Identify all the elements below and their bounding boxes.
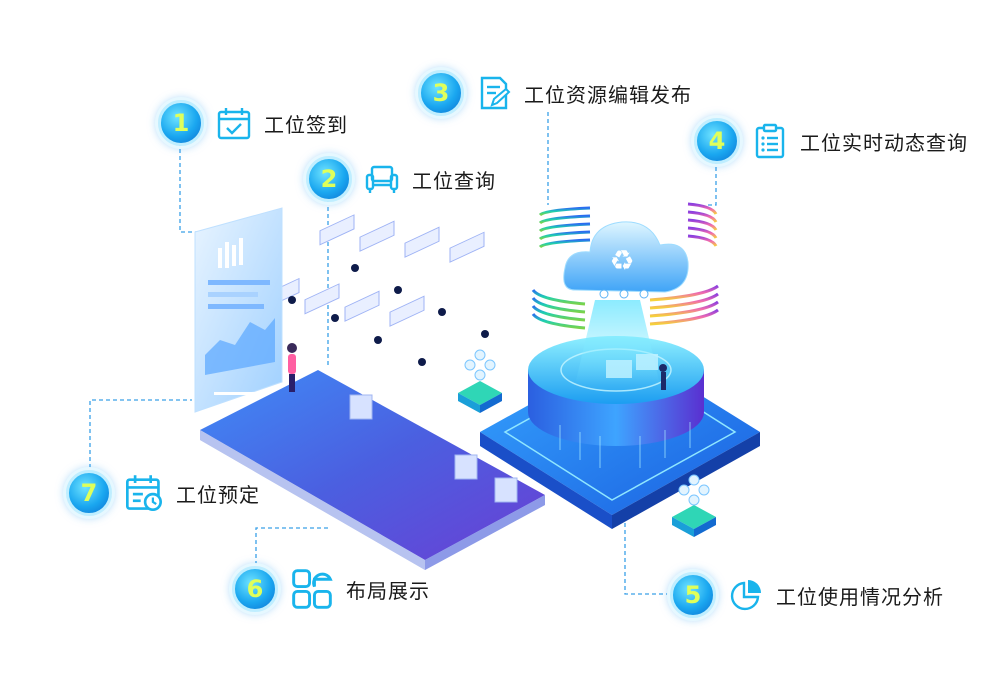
pie-chart-icon bbox=[730, 580, 761, 611]
layout-grid-icon bbox=[292, 569, 333, 609]
feature-number: 1 bbox=[158, 100, 204, 146]
feature-number: 7 bbox=[66, 470, 112, 516]
feature-label: 布局展示 bbox=[346, 578, 430, 603]
feature-number: 3 bbox=[418, 70, 464, 116]
feature-number: 5 bbox=[670, 572, 716, 618]
cube-stack-left bbox=[458, 349, 502, 413]
edit-document-icon bbox=[480, 76, 511, 110]
feature-number: 6 bbox=[232, 566, 278, 612]
clipboard-list-icon bbox=[755, 123, 785, 159]
cube-stack-right bbox=[672, 474, 716, 537]
feature-1: 1 工位签到 bbox=[158, 100, 348, 146]
feature-4: 4 工位实时动态查询 bbox=[694, 118, 968, 164]
calendar-check-icon bbox=[217, 108, 251, 140]
feature-5: 5 工位使用情况分析 bbox=[670, 572, 944, 618]
feature-6: 6 布局展示 bbox=[232, 566, 430, 612]
feature-label: 工位资源编辑发布 bbox=[524, 82, 692, 107]
feature-number: 4 bbox=[694, 118, 740, 164]
feature-2: 2 工位查询 bbox=[306, 156, 496, 202]
cloud-platform: ♻ bbox=[480, 202, 760, 529]
sofa-icon bbox=[365, 165, 399, 193]
calendar-clock-icon bbox=[126, 475, 162, 511]
dashboard-screen bbox=[194, 207, 297, 413]
feature-3: 3 工位资源编辑发布 bbox=[418, 70, 692, 116]
feature-label: 工位查询 bbox=[412, 168, 496, 193]
feature-label: 工位签到 bbox=[264, 112, 348, 137]
feature-label: 工位预定 bbox=[176, 482, 260, 507]
svg-text:♻: ♻ bbox=[609, 244, 634, 277]
feature-label: 工位实时动态查询 bbox=[800, 130, 968, 155]
feature-number: 2 bbox=[306, 156, 352, 202]
feature-label: 工位使用情况分析 bbox=[776, 584, 944, 609]
feature-7: 7 工位预定 bbox=[66, 470, 260, 516]
phone-platform bbox=[200, 214, 545, 570]
